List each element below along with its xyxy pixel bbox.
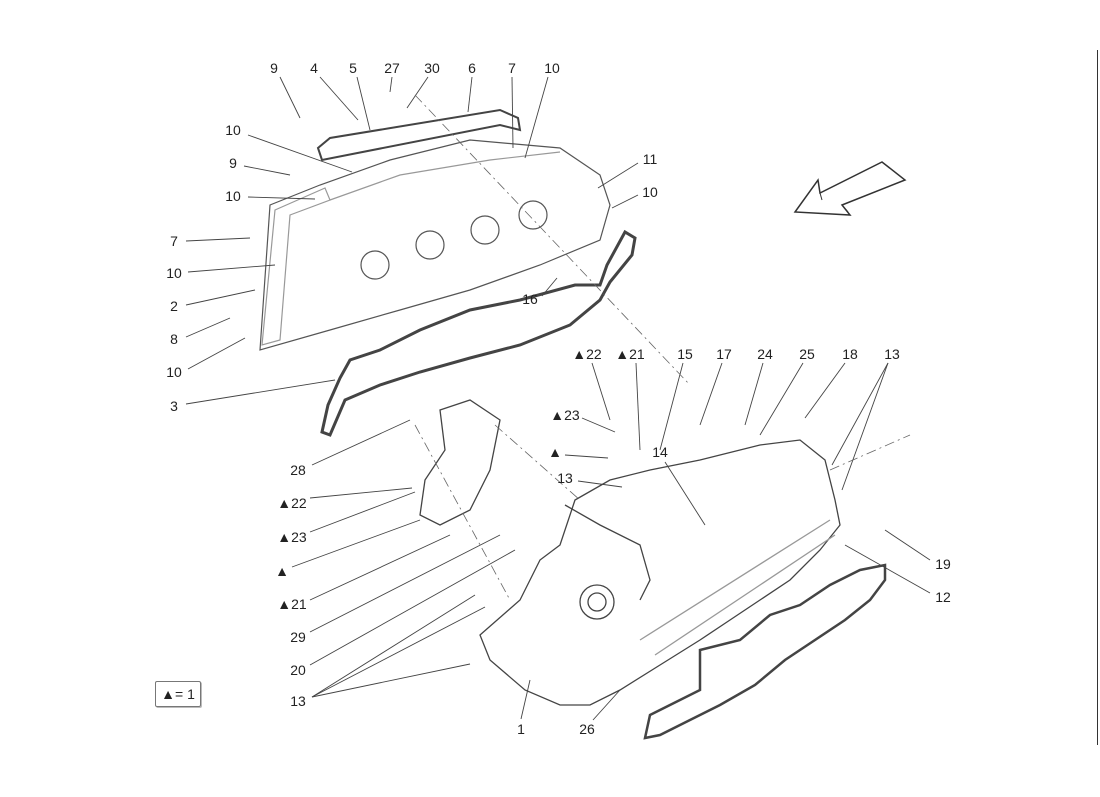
callout-label[interactable]: 4 [310, 60, 318, 76]
callout-label[interactable]: 20 [290, 662, 306, 678]
bracket [419, 399, 501, 526]
callout-label[interactable]: 10 [225, 188, 241, 204]
callout-label[interactable]: 10 [166, 364, 182, 380]
breather-cover [316, 108, 522, 162]
callout-label[interactable]: ▲23 [550, 407, 580, 423]
valve-cover [259, 139, 611, 351]
callout-label[interactable]: 28 [290, 462, 306, 478]
cover-gasket [320, 229, 637, 437]
callout-label[interactable]: 10 [642, 184, 658, 200]
callout-label[interactable]: 13 [884, 346, 900, 362]
legend-box: ▲= 1 [155, 681, 201, 707]
callout-label[interactable]: 7 [170, 233, 178, 249]
callout-label[interactable]: ▲22 [572, 346, 602, 362]
callout-label[interactable]: ▲ [548, 444, 562, 460]
callout-label[interactable]: 13 [290, 693, 306, 709]
callout-label[interactable]: 10 [166, 265, 182, 281]
callout-label[interactable]: 18 [842, 346, 858, 362]
callout-label[interactable]: 1 [517, 721, 525, 737]
frame-divider [1097, 50, 1098, 745]
callout-label[interactable]: 11 [642, 151, 658, 167]
callout-label[interactable]: 12 [935, 589, 951, 605]
callout-label[interactable]: 10 [225, 122, 241, 138]
leader-lines [185, 76, 931, 721]
assembly-axes [414, 94, 911, 601]
callout-label[interactable]: 10 [544, 60, 560, 76]
callout-label[interactable]: 16 [522, 291, 538, 307]
callout-label[interactable]: ▲21 [615, 346, 645, 362]
cylinder-head [479, 439, 841, 706]
callout-label[interactable]: 30 [424, 60, 440, 76]
callout-label[interactable]: 7 [508, 60, 516, 76]
callout-label[interactable]: 13 [557, 470, 573, 486]
callout-label[interactable]: 25 [799, 346, 815, 362]
callout-label[interactable]: 14 [652, 444, 668, 460]
callout-label[interactable]: 29 [290, 629, 306, 645]
callout-label[interactable]: 2 [170, 298, 178, 314]
callout-label[interactable]: 9 [229, 155, 237, 171]
callout-label[interactable]: 27 [384, 60, 400, 76]
callout-label[interactable]: 26 [579, 721, 595, 737]
direction-arrow-icon [793, 161, 907, 216]
callout-label[interactable]: 5 [349, 60, 357, 76]
callout-label[interactable]: 6 [468, 60, 476, 76]
callout-label[interactable]: 9 [270, 60, 278, 76]
callout-label[interactable]: 15 [677, 346, 693, 362]
callout-label[interactable]: ▲ [275, 563, 289, 579]
head-gasket [643, 563, 887, 740]
callout-label[interactable]: 3 [170, 398, 178, 414]
callout-label[interactable]: ▲22 [277, 495, 307, 511]
callout-label[interactable]: 24 [757, 346, 773, 362]
callout-label[interactable]: ▲23 [277, 529, 307, 545]
callout-label[interactable]: 17 [716, 346, 732, 362]
callout-label[interactable]: 19 [935, 556, 951, 572]
callout-label[interactable]: ▲21 [277, 596, 307, 612]
callout-label[interactable]: 8 [170, 331, 178, 347]
